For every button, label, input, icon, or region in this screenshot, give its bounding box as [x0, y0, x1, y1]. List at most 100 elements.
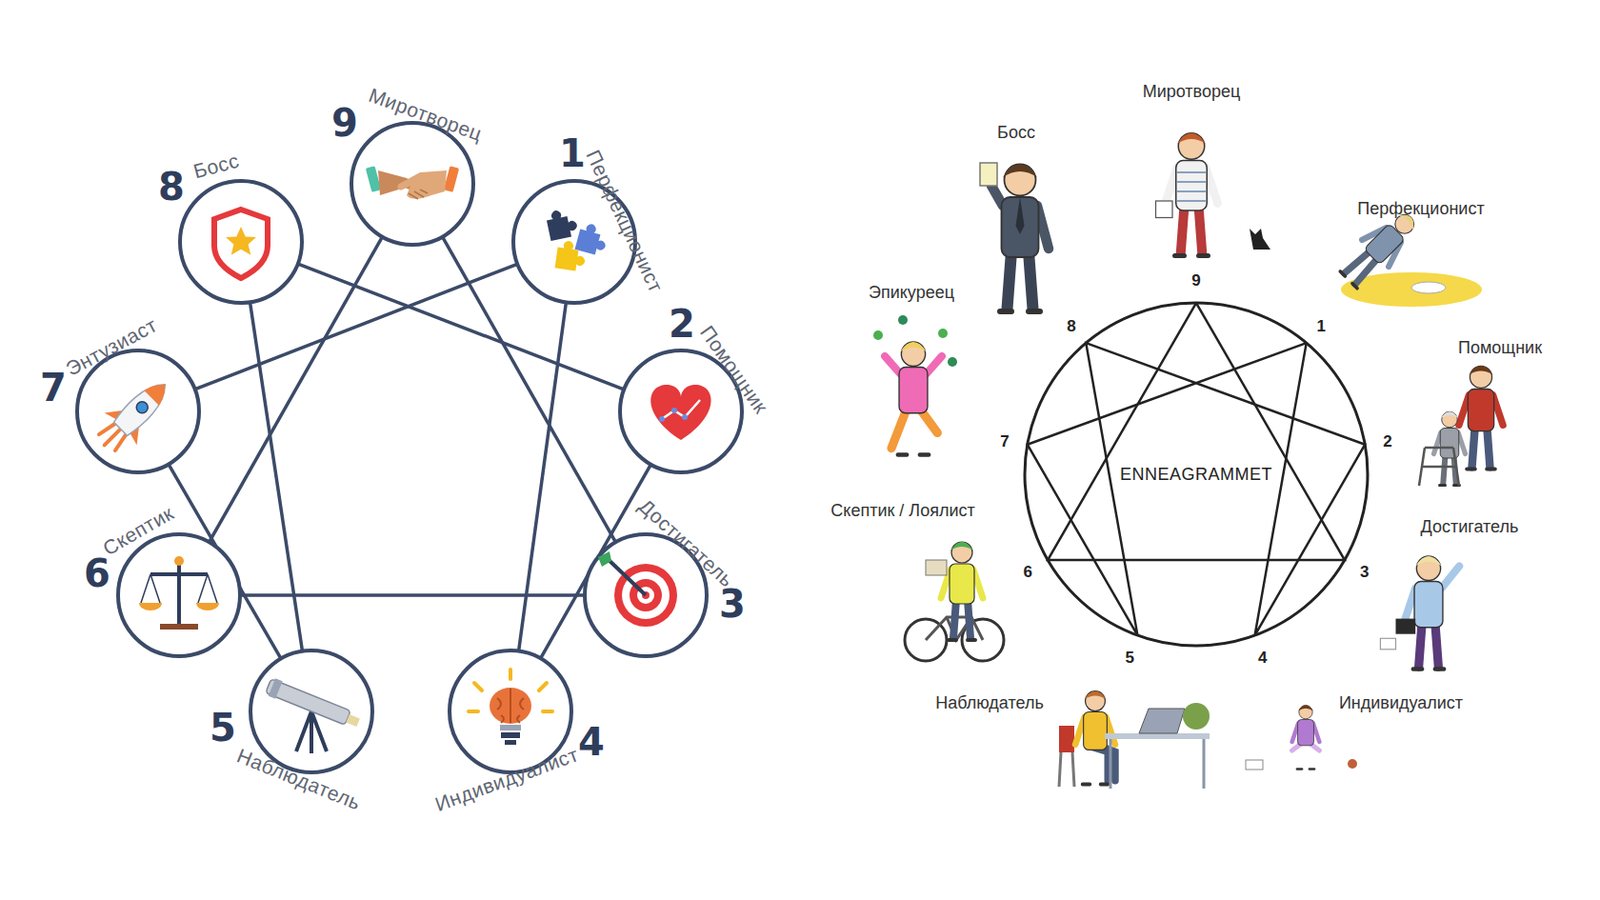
puzzle-piece	[544, 206, 580, 241]
head	[951, 541, 973, 563]
briefcase	[1396, 619, 1417, 635]
laptop	[1139, 708, 1185, 734]
legs	[953, 600, 971, 639]
type-name: Босс	[997, 123, 1036, 141]
type-circle: 4Индивидуалист	[445, 646, 576, 777]
head	[1441, 411, 1459, 428]
bulb-base	[500, 732, 520, 739]
puzzle-shape	[555, 240, 588, 273]
type-name: Босс	[191, 150, 241, 182]
bulb-ray	[539, 682, 547, 691]
rocket	[88, 368, 182, 462]
brain-folds	[497, 688, 524, 723]
torso	[1001, 197, 1040, 258]
hair	[1084, 691, 1107, 700]
person-figure	[884, 341, 942, 455]
type-name: Наблюдатель	[935, 694, 1044, 712]
bulb-base	[500, 724, 521, 731]
puzzle-piece	[575, 221, 611, 258]
brain	[489, 687, 532, 724]
type-circle: 8Босс	[176, 177, 306, 307]
type-icon	[468, 669, 553, 745]
shoes	[1466, 466, 1495, 471]
type-icon	[598, 551, 678, 627]
hair	[1440, 411, 1459, 419]
shoes	[1340, 271, 1358, 289]
hand-right	[397, 170, 447, 200]
type-number: 5	[209, 708, 237, 747]
type-circle: 1Перфекционист	[509, 177, 640, 307]
person-figure	[1156, 133, 1219, 257]
hair	[1298, 705, 1314, 712]
juggling-ball	[947, 357, 958, 367]
type-icon	[88, 368, 182, 462]
juggling-ball	[898, 315, 908, 325]
point-number: 6	[1023, 563, 1033, 580]
circle-border	[77, 350, 200, 473]
puzzle-piece	[555, 240, 588, 273]
paper	[980, 162, 998, 186]
tripod	[296, 711, 327, 754]
point-number: 7	[1000, 432, 1009, 449]
cat	[1249, 228, 1271, 250]
torso	[1298, 720, 1315, 746]
legs	[1180, 205, 1203, 254]
type-name: Эпикуреец	[868, 283, 955, 301]
telescope-tube	[265, 679, 351, 726]
point-number: 3	[1360, 563, 1369, 580]
shoes	[1297, 767, 1315, 771]
type-icon	[650, 384, 711, 440]
shield	[214, 209, 268, 279]
cuff-right	[443, 165, 460, 193]
shoes	[1000, 308, 1040, 315]
triangle-figure	[1047, 302, 1345, 560]
heart	[650, 384, 711, 440]
type-circle: 2Помощник	[616, 346, 746, 477]
small-ball	[1347, 759, 1358, 769]
bag	[1156, 200, 1174, 219]
circle-outline	[176, 177, 306, 307]
type-number: 8	[158, 167, 185, 206]
rocket-window	[134, 399, 151, 416]
star	[225, 226, 257, 256]
telescope	[264, 677, 362, 732]
hair	[950, 541, 974, 551]
bulb-ray	[542, 709, 553, 714]
scale-strings	[140, 574, 218, 603]
bulb-ray	[468, 709, 479, 714]
point-number: 2	[1382, 432, 1392, 449]
enneagram-line	[519, 302, 566, 650]
plant	[1182, 702, 1210, 730]
type-icon	[544, 206, 610, 272]
person-figure	[925, 541, 983, 640]
type-name: Индивидуалист	[1339, 694, 1463, 712]
type-name: Миротворец	[1142, 82, 1241, 100]
legs	[1472, 426, 1491, 467]
point-number: 4	[1258, 648, 1267, 665]
scale-pan	[139, 602, 220, 611]
person-figure	[1335, 203, 1425, 294]
type-number: 3	[719, 584, 746, 623]
hair	[900, 341, 927, 352]
legs	[1419, 622, 1440, 667]
plate	[1411, 281, 1446, 294]
type-name: Помощник	[1458, 339, 1542, 357]
type-icon	[365, 165, 460, 200]
shoes	[1082, 782, 1109, 787]
legs	[1007, 251, 1034, 309]
walker	[1419, 447, 1460, 486]
legs	[891, 408, 938, 448]
enneagram-circle: ENNEAGRAMMET	[1020, 299, 1372, 650]
type-circle: 7Энтузиаст	[73, 346, 203, 477]
hair	[1415, 556, 1442, 566]
map	[925, 560, 947, 576]
type-number: 1	[559, 134, 586, 173]
shoes	[1175, 253, 1209, 259]
scale-pole	[177, 562, 181, 624]
scale-base	[160, 623, 199, 630]
circle-border	[180, 180, 302, 303]
heart-dot	[671, 407, 678, 414]
desk-legs	[1110, 739, 1204, 789]
shoes	[1440, 483, 1460, 487]
